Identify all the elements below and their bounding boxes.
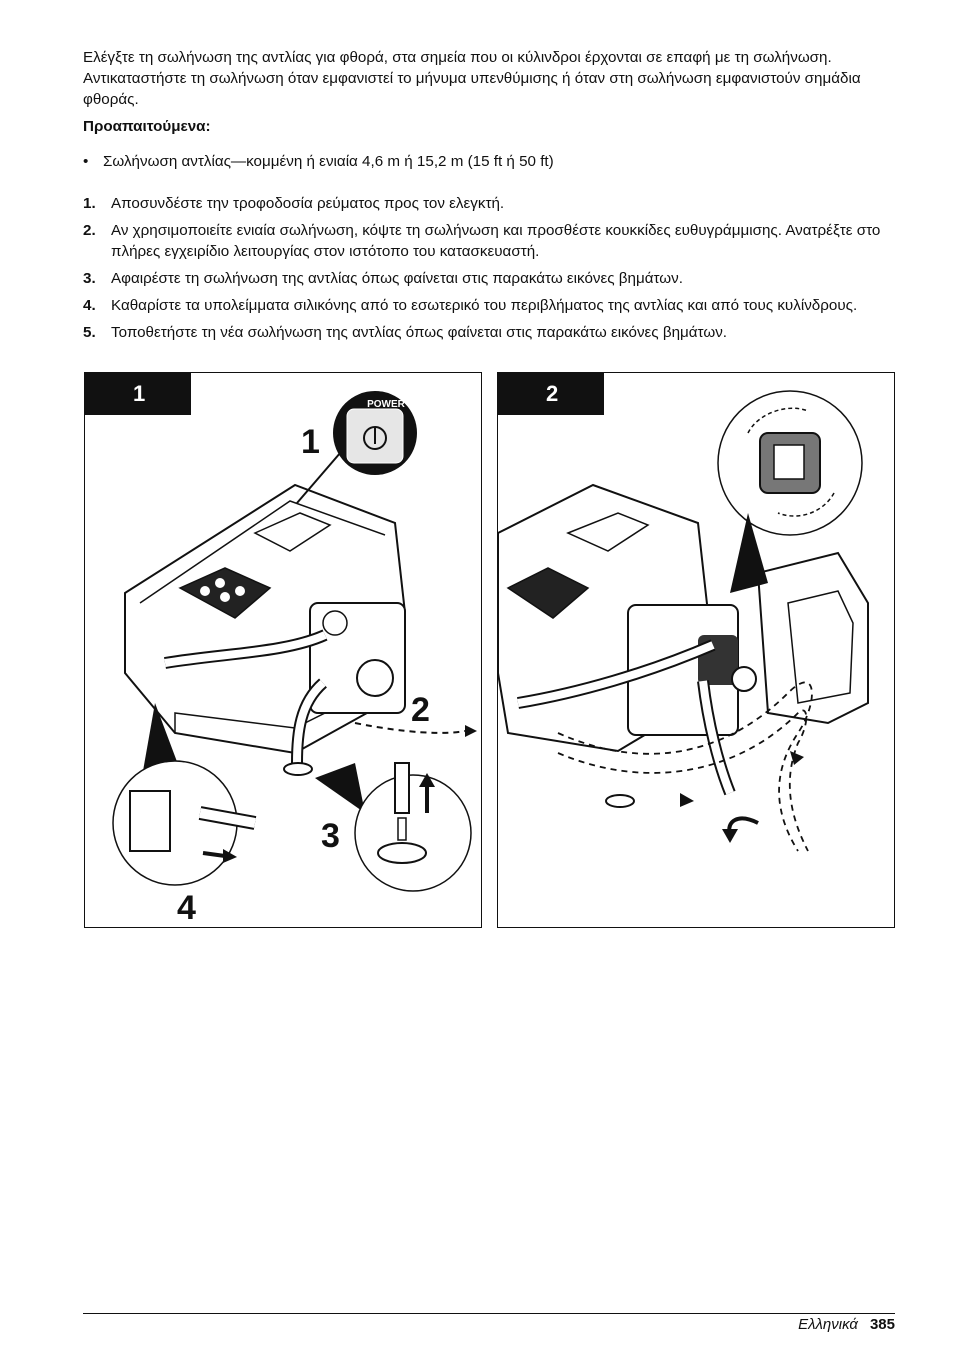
step-text: Αν χρησιμοποιείτε ενιαία σωλήνωση, κόψτε… xyxy=(111,222,881,260)
bullet-mark: • xyxy=(83,153,89,170)
step-text: Αφαιρέστε τη σωλήνωση της αντλίας όπως φ… xyxy=(111,270,683,287)
step-number: 2. xyxy=(83,222,96,239)
step-number: 5. xyxy=(83,324,96,341)
prerequisite-text: Σωλήνωση αντλίας—κομμένη ή ενιαία 4,6 m … xyxy=(103,153,554,170)
intro-paragraph: Ελέγξτε τη σωλήνωση της αντλίας για φθορ… xyxy=(83,49,861,108)
step-item: 2. Αν χρησιμοποιείτε ενιαία σωλήνωση, κόψ… xyxy=(83,220,895,262)
callout-1: 1 xyxy=(301,423,320,461)
callout-2: 2 xyxy=(411,691,430,729)
footer-rule xyxy=(83,1313,895,1314)
step-item: 1. Αποσυνδέστε την τροφοδοσία ρεύματος πρ… xyxy=(83,193,895,214)
page-number: 385 xyxy=(869,1316,895,1333)
step-number: 1. xyxy=(83,195,96,212)
step-text: Καθαρίστε τα υπολείμματα σιλικόνης από τ… xyxy=(111,297,858,314)
step-item: 3. Αφαιρέστε τη σωλήνωση της αντλίας όπως… xyxy=(83,268,895,289)
step-item: 5. Τοποθετήστε τη νέα σωλήνωση της αντλία… xyxy=(83,322,895,343)
figure-panel-2: 2 xyxy=(497,372,895,928)
steps-list: 1. Αποσυνδέστε την τροφοδοσία ρεύματος πρ… xyxy=(83,193,895,349)
footer: Ελληνικά 385 xyxy=(798,1314,895,1336)
step-tab-2: 2 xyxy=(498,373,604,415)
pump-illustration-remove: POWER xyxy=(112,391,477,892)
step-item: 4. Καθαρίστε τα υπολείμματα σιλικόνης από… xyxy=(83,295,895,316)
figure-panel-1: POWER 1 1 2 3 4 xyxy=(84,372,482,928)
prerequisites-heading: Προαπαιτούμενα: xyxy=(83,118,211,135)
step-number: 4. xyxy=(83,297,96,314)
power-label: POWER xyxy=(367,399,406,410)
step-tab-1: 1 xyxy=(85,373,191,415)
step-text: Τοποθετήστε τη νέα σωλήνωση της αντλίας … xyxy=(111,324,728,341)
callout-4: 4 xyxy=(177,889,196,927)
footer-language: Ελληνικά xyxy=(798,1316,858,1333)
pump-illustration-open-head xyxy=(498,390,869,852)
step-number: 3. xyxy=(83,270,96,287)
step-text: Αποσυνδέστε την τροφοδοσία ρεύματος προς… xyxy=(111,195,505,212)
callout-3: 3 xyxy=(321,817,340,855)
